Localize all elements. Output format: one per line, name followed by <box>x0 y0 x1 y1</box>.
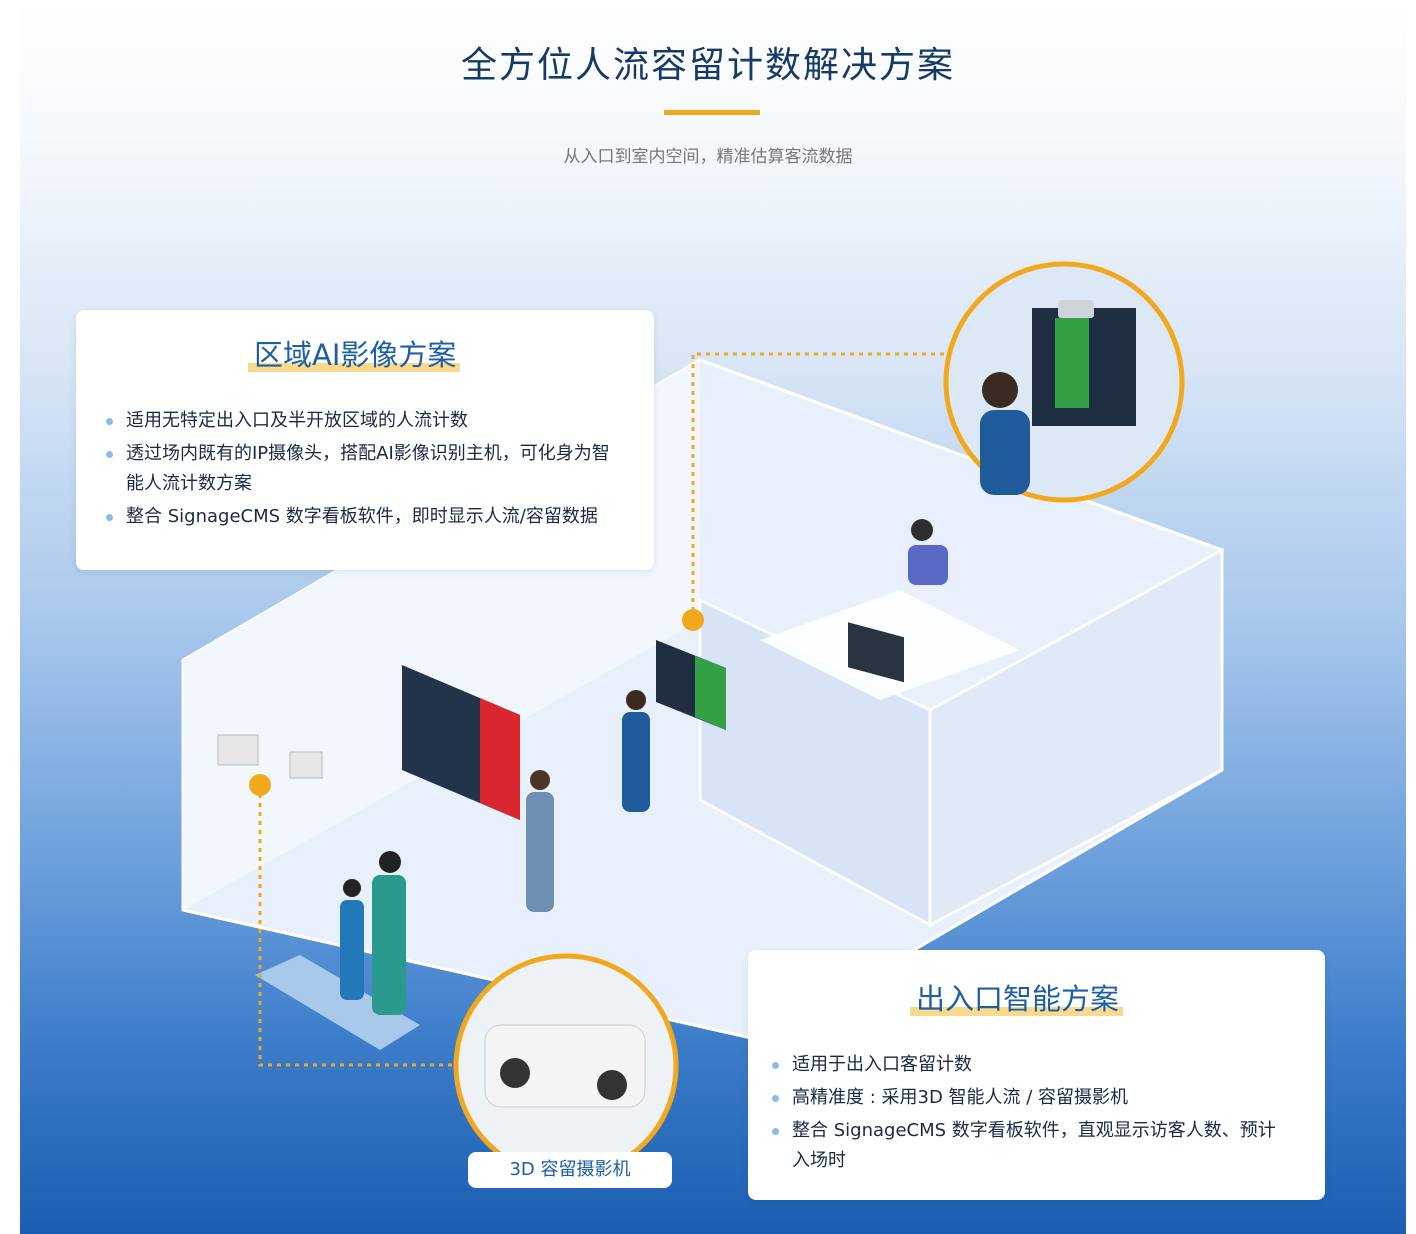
ceiling-camera <box>217 734 259 766</box>
zoom-signage-green <box>1055 318 1089 408</box>
person-office-body <box>908 545 948 585</box>
card-title-text: 区域AI影像方案 <box>254 338 457 372</box>
person-adult-body <box>372 875 406 1015</box>
person-adult <box>379 851 401 873</box>
bullet-list: 适用于出入口客留计数 高精准度 : 采用3D 智能人流 / 容留摄影机 整合 S… <box>772 1050 1292 1179</box>
card-area-ai: 区域AI影像方案 适用无特定出入口及半开放区域的人流计数 透过场内既有的IP摄像… <box>76 310 654 570</box>
card-title: 区域AI影像方案 <box>248 332 461 374</box>
connector-line-bottom <box>258 785 455 1067</box>
bullet-item: 透过场内既有的IP摄像头，搭配AI影像识别主机，可化身为智能人流计数方案 <box>106 439 626 499</box>
person-woman <box>626 690 646 710</box>
camera-label: 3D 容留摄影机 <box>468 1152 672 1188</box>
connector-line-top <box>691 352 945 620</box>
entry-step <box>255 955 420 1050</box>
bullet-list: 适用无特定出入口及半开放区域的人流计数 透过场内既有的IP摄像头，搭配AI影像识… <box>106 406 626 535</box>
connector-dot <box>682 609 704 631</box>
3d-camera-lens-left <box>500 1058 530 1088</box>
bullet-item: 整合 SignageCMS 数字看板软件，即时显示人流/容留数据 <box>106 502 626 532</box>
title-underline <box>664 110 760 115</box>
card-entrance: 出入口智能方案 适用于出入口客留计数 高精准度 : 采用3D 智能人流 / 容留… <box>748 950 1325 1200</box>
person-shopper <box>530 770 550 790</box>
title-highlight <box>248 363 461 372</box>
title-highlight <box>910 1007 1124 1016</box>
person-woman-body <box>622 712 650 812</box>
signage-small-green <box>695 656 726 730</box>
3d-camera-lens-right <box>597 1070 627 1100</box>
person-shopper-body <box>526 792 554 912</box>
card-title-text: 出入口智能方案 <box>916 982 1120 1016</box>
ceiling-camera <box>289 751 323 779</box>
person-child <box>343 879 361 897</box>
zoom-woman-head <box>982 372 1018 408</box>
bullet-item: 整合 SignageCMS 数字看板软件，直观显示访客人数、预计入场时 <box>772 1116 1292 1176</box>
connector-dot <box>249 774 271 796</box>
zoom-camera <box>1058 300 1094 318</box>
zoom-woman-body <box>980 410 1030 495</box>
card-title: 出入口智能方案 <box>910 976 1124 1018</box>
person-office <box>911 519 933 541</box>
person-child-body <box>340 900 364 1000</box>
bullet-item: 适用无特定出入口及半开放区域的人流计数 <box>106 406 626 436</box>
page-title: 全方位人流容留计数解决方案 <box>460 45 955 86</box>
page-subtitle: 从入口到室内空间，精准估算客流数据 <box>563 147 853 167</box>
bullet-item: 高精准度 : 采用3D 智能人流 / 容留摄影机 <box>772 1083 1292 1113</box>
monitor <box>848 622 904 683</box>
bullet-item: 适用于出入口客留计数 <box>772 1050 1292 1080</box>
signage-red-panel <box>480 698 520 820</box>
